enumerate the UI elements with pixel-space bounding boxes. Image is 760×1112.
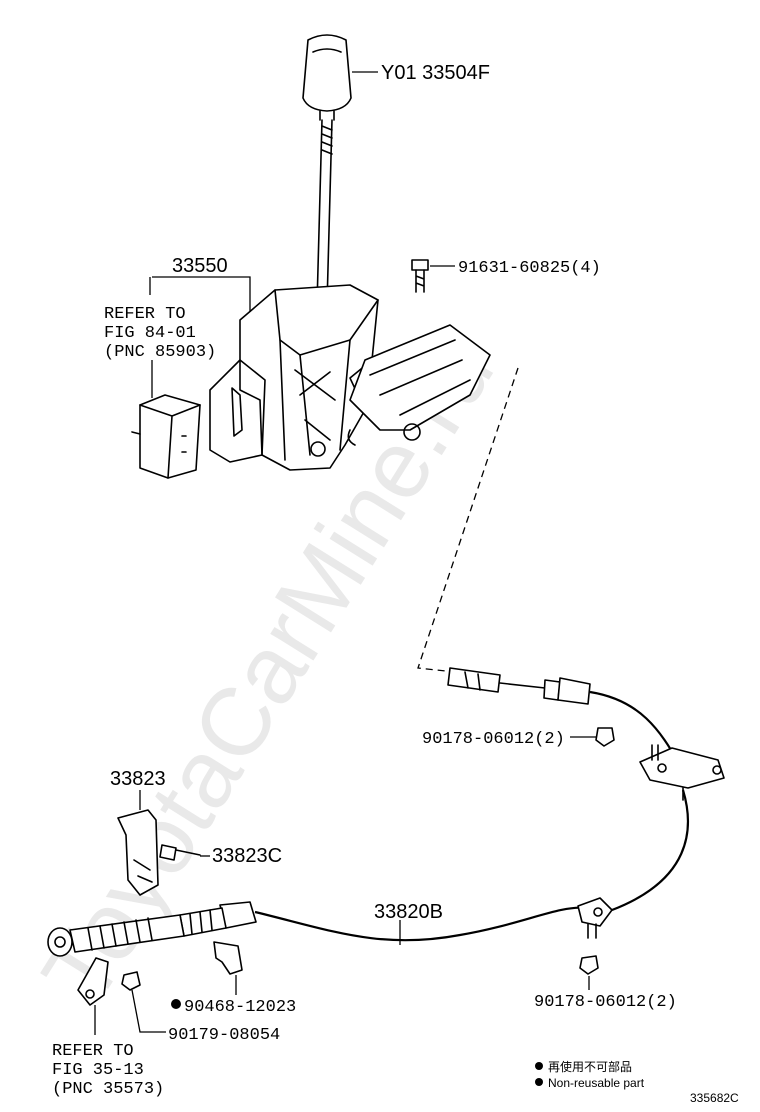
label-shift-lever[interactable]: 33550 [172, 255, 228, 277]
legend-line1: 再使用不可部品 [548, 1059, 632, 1074]
label-cable[interactable]: 33820B [374, 901, 443, 923]
label-clip[interactable]: 90468-12023 [184, 998, 296, 1017]
clip-90468[interactable] [213, 941, 243, 975]
refer2-line3: (PNC 35573) [52, 1080, 164, 1099]
label-nut-lower-right[interactable]: 90178-06012(2) [534, 993, 677, 1012]
nut-lower-left[interactable] [121, 971, 141, 991]
label-nut-lower-left[interactable]: 90179-08054 [168, 1026, 280, 1045]
bolt-91631[interactable] [411, 259, 429, 293]
dashed-reference-line [417, 367, 519, 673]
leader-33550 [149, 276, 251, 312]
cable-mount-plate-upper [639, 744, 725, 801]
cable-upper-end[interactable] [447, 667, 681, 766]
bracket-33823[interactable] [117, 809, 159, 896]
label-knob[interactable]: Y01 33504F [381, 62, 490, 84]
control-unit-box [131, 394, 201, 479]
shift-lever-rod [316, 119, 333, 306]
legend-dot-1 [535, 1062, 543, 1070]
label-nut-upper[interactable]: 90178-06012(2) [422, 730, 565, 749]
label-bolt[interactable]: 91631-60825(4) [458, 259, 601, 278]
nut-upper[interactable] [595, 727, 615, 747]
shift-lever-assembly[interactable] [209, 284, 491, 471]
label-bracket-bolt[interactable]: 33823C [212, 845, 282, 867]
label-bracket[interactable]: 33823 [110, 768, 166, 790]
non-reusable-mark-clip [171, 999, 181, 1009]
nut-lower-right[interactable] [579, 955, 599, 975]
refer2-line2: FIG 35-13 [52, 1061, 144, 1080]
legend-line2: Non-reusable part [548, 1076, 645, 1090]
legend-dot-2 [535, 1078, 543, 1086]
shift-knob[interactable] [302, 34, 352, 121]
figure-code: 335682C [690, 1091, 739, 1105]
cable-mid-upper [611, 789, 689, 912]
refer2-line1: REFER TO [52, 1042, 134, 1061]
cable-mount-lower-right [577, 897, 613, 939]
bolt-33823C[interactable] [159, 844, 201, 861]
refer1-line1: REFER TO [104, 305, 186, 324]
refer1-line3: (PNC 85903) [104, 343, 216, 362]
refer1-line2: FIG 84-01 [104, 324, 196, 343]
cable-33820B[interactable] [47, 901, 586, 957]
leader-nut-lower-left [131, 989, 166, 1033]
small-bracket-lower-left [77, 957, 109, 1006]
